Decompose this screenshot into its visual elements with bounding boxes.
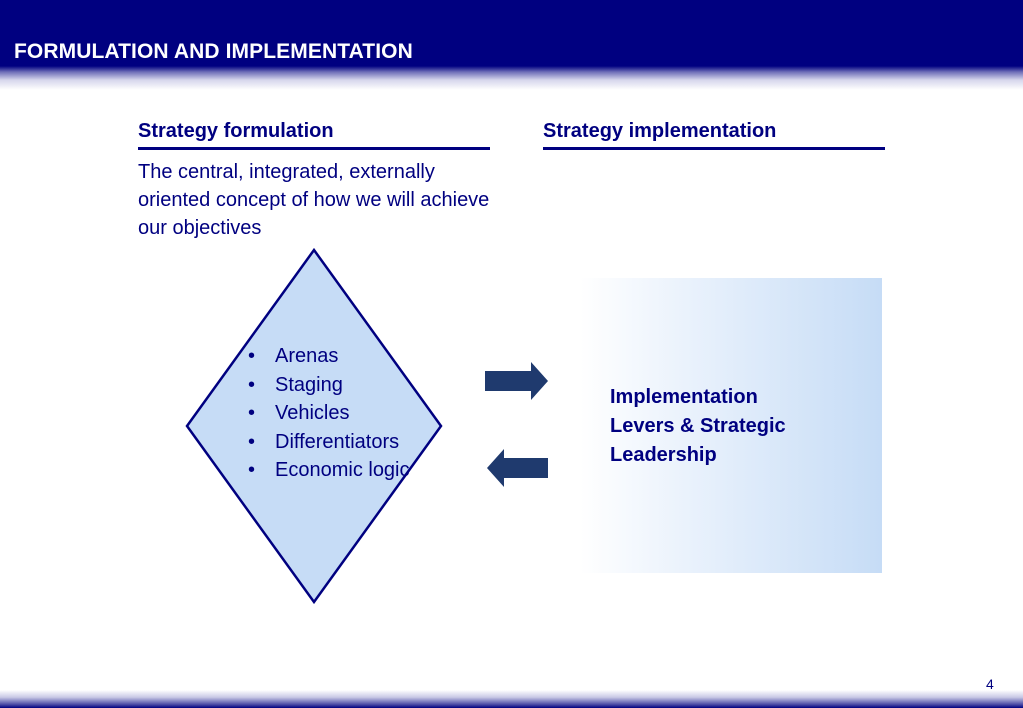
- strategy-elements-list: Arenas Staging Vehicles Differentiators …: [248, 342, 428, 485]
- left-arrow-icon: [487, 449, 548, 487]
- heading-strategy-implementation: Strategy implementation: [543, 119, 885, 150]
- list-item: Vehicles: [248, 399, 428, 428]
- list-item: Economic logic: [248, 456, 428, 485]
- list-item: Differentiators: [248, 428, 428, 457]
- formulation-description: The central, integrated, externally orie…: [138, 161, 490, 239]
- header-bar: FORMULATION AND IMPLEMENTATION: [0, 0, 1023, 90]
- list-item: Arenas: [248, 342, 428, 371]
- footer-bar: [0, 690, 1023, 708]
- heading-strategy-formulation-text: Strategy formulation: [138, 120, 334, 142]
- implementation-box: [580, 278, 882, 573]
- implementation-box-text: Implementation Levers & Strategic Leader…: [610, 383, 850, 470]
- implementation-line: Leadership: [610, 444, 717, 466]
- list-item: Staging: [248, 371, 428, 400]
- page-title: FORMULATION AND IMPLEMENTATION: [14, 40, 413, 63]
- heading-strategy-formulation: Strategy formulation: [138, 119, 490, 150]
- implementation-line: Levers & Strategic: [610, 415, 786, 437]
- implementation-line: Implementation: [610, 386, 758, 408]
- heading-strategy-implementation-text: Strategy implementation: [543, 120, 777, 142]
- page-number: 4: [986, 676, 994, 692]
- right-arrow-icon: [485, 362, 548, 400]
